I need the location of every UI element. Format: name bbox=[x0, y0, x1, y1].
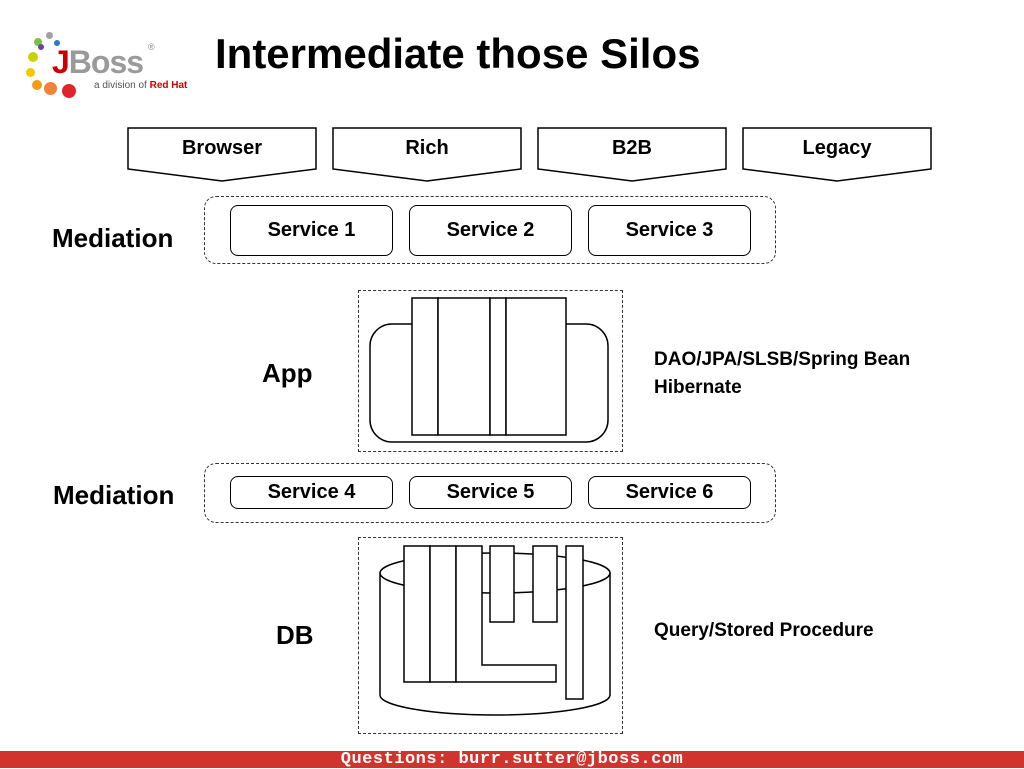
service-3: Service 3 bbox=[588, 205, 751, 256]
logo-dot bbox=[34, 38, 42, 46]
logo-dot bbox=[44, 82, 57, 95]
footer-contact: Questions: burr.sutter@jboss.com bbox=[340, 750, 684, 769]
registered-mark: ® bbox=[148, 42, 155, 52]
slide-title: Intermediate those Silos bbox=[215, 30, 701, 77]
logo-dot bbox=[28, 52, 38, 62]
client-label: B2B bbox=[611, 137, 652, 159]
jboss-logo: JBoss ® a division of Red Hat bbox=[24, 30, 194, 105]
client-label: Legacy bbox=[802, 137, 872, 159]
client-b2b: B2B bbox=[537, 127, 727, 183]
pentagon-shape bbox=[742, 127, 932, 182]
pentagon-shape bbox=[537, 127, 727, 182]
service-4: Service 4 bbox=[230, 476, 393, 509]
logo-dot bbox=[38, 44, 44, 50]
logo-dot bbox=[32, 80, 42, 90]
db-group bbox=[358, 537, 623, 734]
db-note: Query/Stored Procedure bbox=[654, 620, 874, 641]
service-5: Service 5 bbox=[409, 476, 572, 509]
service-1: Service 1 bbox=[230, 205, 393, 256]
mediation-top-group bbox=[204, 196, 776, 264]
app-note: DAO/JPA/SLSB/Spring Bean Hibernate bbox=[654, 346, 910, 402]
mediation-top-label: Mediation bbox=[52, 223, 174, 253]
service-6: Service 6 bbox=[588, 476, 751, 509]
client-legacy: Legacy bbox=[742, 127, 932, 183]
mediation-bottom-label: Mediation bbox=[53, 480, 175, 510]
app-silo-illustration bbox=[369, 297, 609, 443]
pentagon-shape bbox=[332, 127, 522, 182]
client-label: Browser bbox=[181, 137, 263, 159]
logo-dot bbox=[46, 32, 53, 39]
logo-dot bbox=[54, 40, 60, 46]
db-label: DB bbox=[276, 620, 314, 650]
footer-bar: Questions: burr.sutter@jboss.com bbox=[0, 750, 1024, 769]
app-group bbox=[358, 290, 623, 452]
client-label: Rich bbox=[405, 137, 449, 159]
app-note-line: DAO/JPA/SLSB/Spring Bean bbox=[654, 349, 911, 370]
app-note-line: Hibernate bbox=[654, 377, 742, 398]
logo-tagline: a division of Red Hat bbox=[94, 80, 188, 91]
pentagon-shape bbox=[127, 127, 317, 182]
db-cylinder-illustration bbox=[379, 545, 611, 716]
logo-dot bbox=[62, 84, 76, 98]
logo-dot bbox=[26, 68, 35, 77]
app-label: App bbox=[262, 358, 313, 388]
client-rich: Rich bbox=[332, 127, 522, 183]
mediation-bottom-group bbox=[204, 463, 776, 523]
client-browser: Browser bbox=[127, 127, 317, 183]
logo-wordmark: JBoss bbox=[52, 44, 144, 80]
service-2: Service 2 bbox=[409, 205, 572, 256]
